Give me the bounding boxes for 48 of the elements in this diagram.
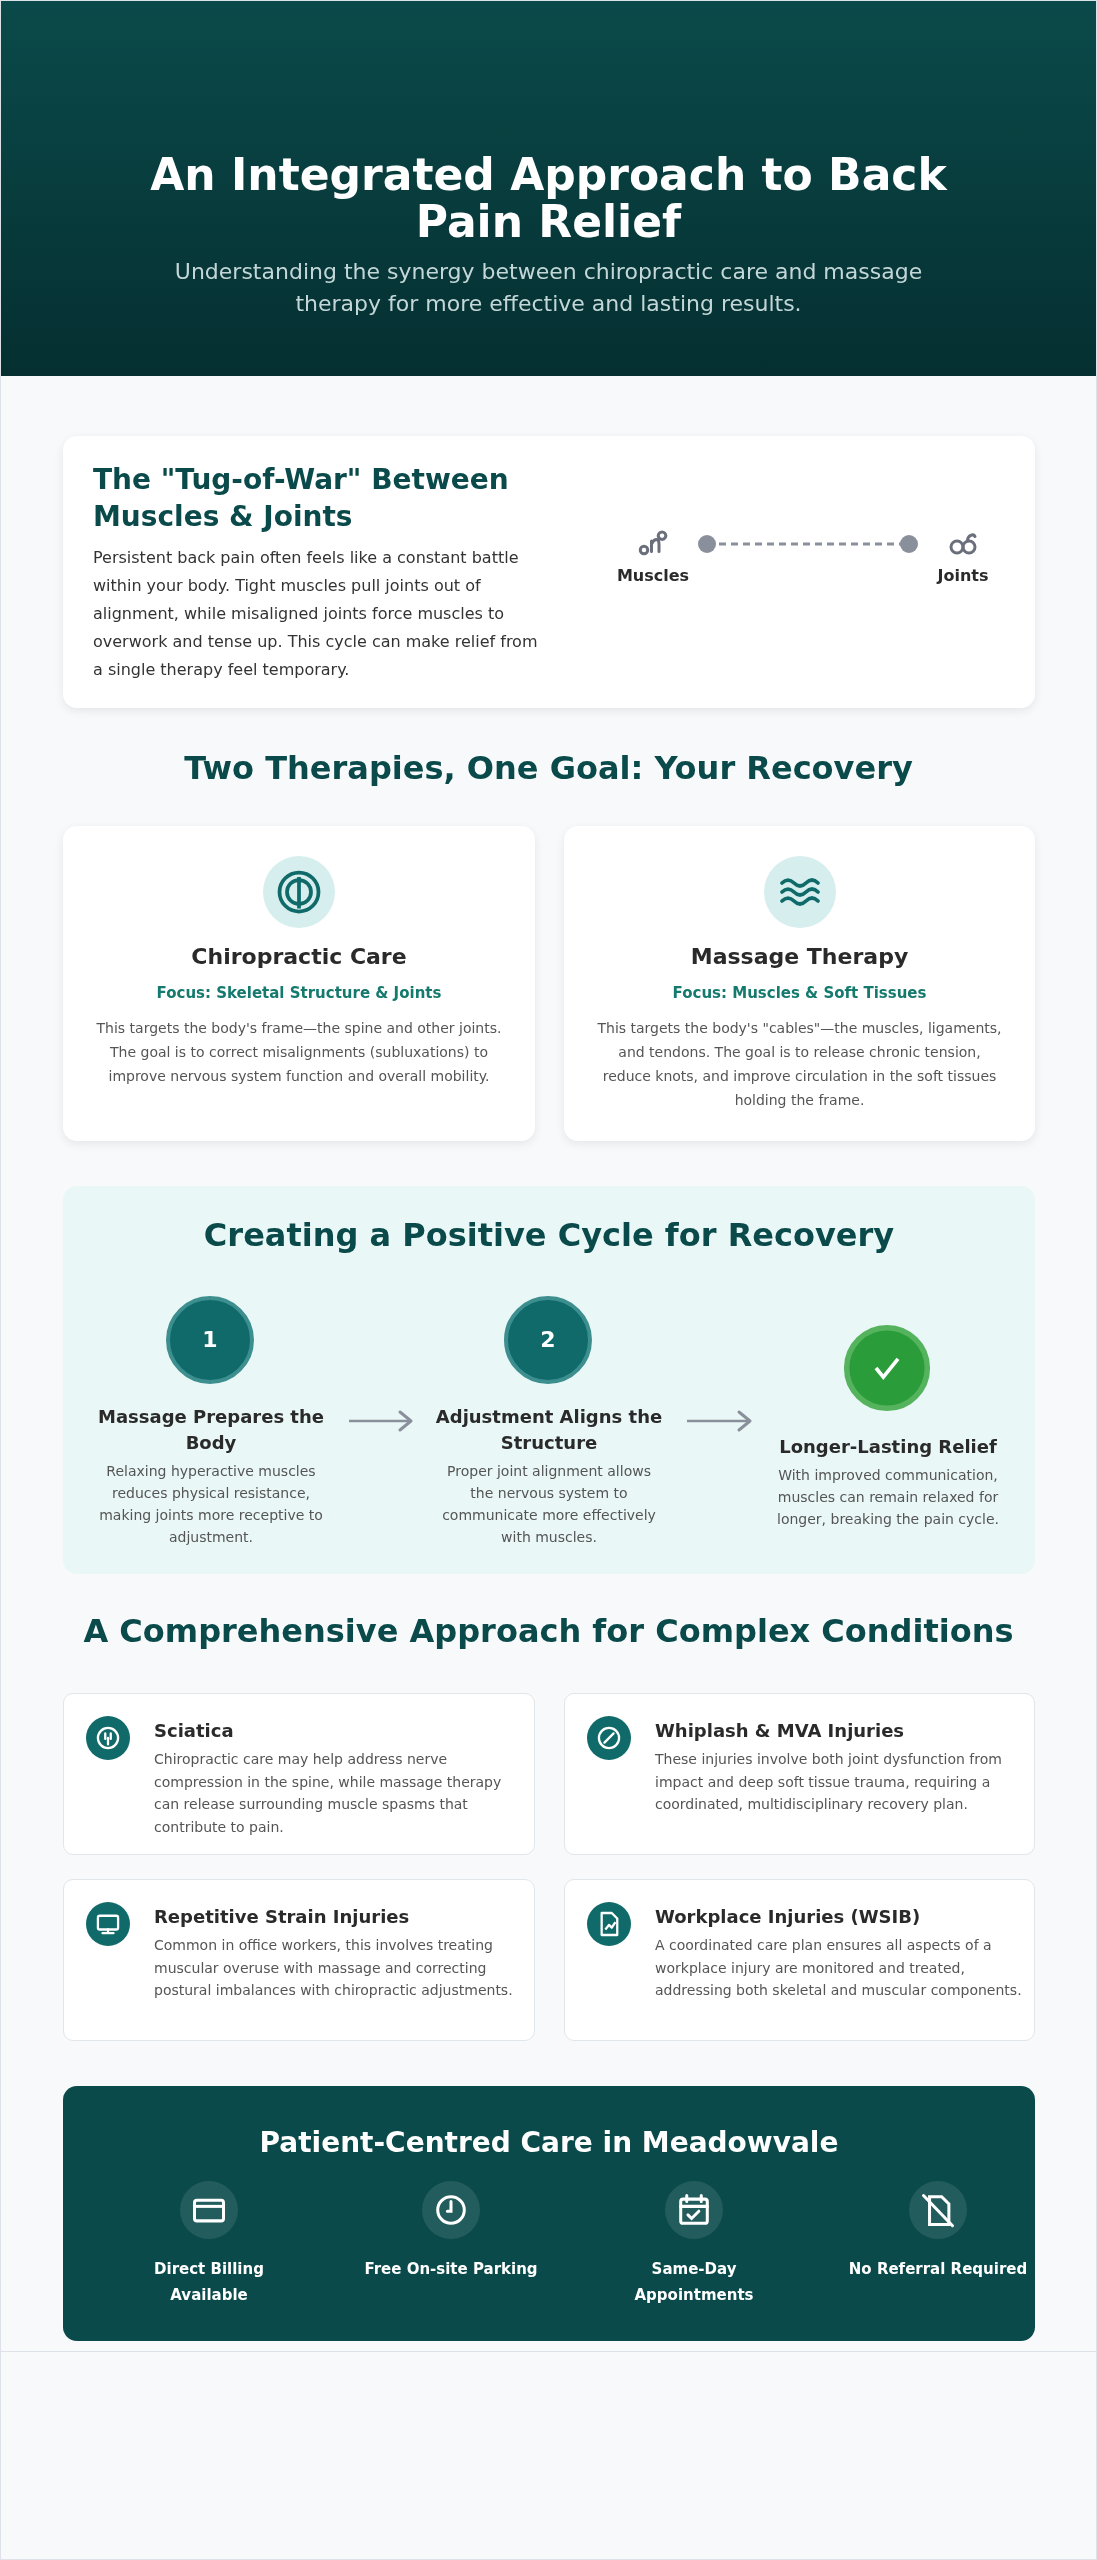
step-number-badge: 2 <box>504 1296 592 1384</box>
panel-heading: Patient-Centred Care in Meadowvale <box>258 2126 840 2159</box>
section-heading: A Comprehensive Approach for Complex Conditions <box>82 1611 1015 1651</box>
condition-card <box>564 1693 1035 1855</box>
condition-text: Chiropractic care may help address nerve compression in the spine, while massage therapy can release surrounding muscle spasms that contribute to pain. <box>154 1750 503 1837</box>
step-text: With improved communication, muscles can remain relaxed for longer, breaking the pain cycle. <box>776 1466 1000 1529</box>
condition-card <box>63 1879 535 2041</box>
term-label: Muscles <box>615 566 691 585</box>
card-text: This targets the body's frame—the spine and other joints. The goal is to correct misalignments (subluxations) to improve nervous system function and overall mobility. <box>95 1019 503 1086</box>
page-title: An Integrated Approach to Back Pain Relief <box>149 151 949 245</box>
subtitle: Understanding the synergy between chiropractic care and massage therapy for more effective and lasting results. <box>173 258 924 318</box>
feature-label: Same-Day Appointments <box>633 2259 755 2306</box>
step-text: Relaxing hyperactive muscles reduces physical resistance, making joints more receptive to adjustment. <box>98 1462 324 1547</box>
card-title: Massage Therapy <box>689 944 910 969</box>
condition-card <box>63 1693 535 1855</box>
condition-text: Common in office workers, this involves treating muscular overuse with massage and correcting postural imbalances with chiropractic adjustments. <box>154 1936 514 2000</box>
dotted-connector <box>698 535 918 553</box>
panel-heading: Creating a Positive Cycle for Recovery <box>202 1216 896 1254</box>
condition-heading: Whiplash & MVA Injuries <box>655 1720 906 1741</box>
condition-heading: Workplace Injuries (WSIB) <box>655 1906 922 1927</box>
cycle-panel <box>63 1186 1035 1574</box>
condition-card <box>564 1879 1035 2041</box>
therapy-card <box>564 826 1035 1141</box>
card-text: Persistent back pain often feels like a constant battle within your body. Tight muscles pull joints out of alignment, while misaligned joints force muscles to overwork and tense up. This cycle can make relief from a single therapy feel temporary. <box>93 547 538 681</box>
step-number-badge: 1 <box>166 1296 254 1384</box>
step-heading: Longer-Lasting Relief <box>778 1435 998 1459</box>
therapy-card <box>63 826 535 1141</box>
step-heading: Massage Prepares the Body <box>97 1405 325 1455</box>
section-heading: Two Therapies, One Goal: Your Recovery <box>183 748 914 788</box>
feature-label: No Referral Required <box>848 2259 1028 2280</box>
arrow <box>687 1410 752 1432</box>
step-text: Proper joint alignment allows the nervous system to communicate more effectively with muscles. <box>441 1462 657 1547</box>
focus-subtitle: Focus: Muscles & Soft Tissues <box>671 984 928 1002</box>
feature-label: Direct Billing Available <box>153 2259 265 2306</box>
condition-heading: Repetitive Strain Injuries <box>154 1906 411 1927</box>
feature-label: Free On-site Parking <box>363 2259 539 2280</box>
step-heading: Adjustment Aligns the Structure <box>434 1405 664 1455</box>
care-panel <box>63 2086 1035 2341</box>
term-label: Joints <box>935 566 990 585</box>
focus-subtitle: Focus: Skeletal Structure & Joints <box>155 984 443 1002</box>
condition-heading: Sciatica <box>154 1720 235 1741</box>
arrow <box>349 1410 413 1432</box>
card-text: This targets the body's "cables"—the muscles, ligaments, and tendons. The goal is to release chronic tension, reduce knots, and improve circulation in the soft tissues holding the frame. <box>596 1019 1003 1110</box>
condition-text: A coordinated care plan ensures all aspects of a workplace injury are monitored and treated, addressing both skeletal and muscular components. <box>655 1936 1023 2000</box>
condition-text: These injuries involve both joint dysfunction from impact and deep soft tissue trauma, requiring a coordinated, multidisciplinary recovery plan. <box>655 1750 1003 1814</box>
card-title: Chiropractic Care <box>190 944 408 969</box>
info-card <box>63 436 1035 708</box>
card-heading: The "Tug-of-War" Between Muscles & Joints <box>93 462 510 535</box>
